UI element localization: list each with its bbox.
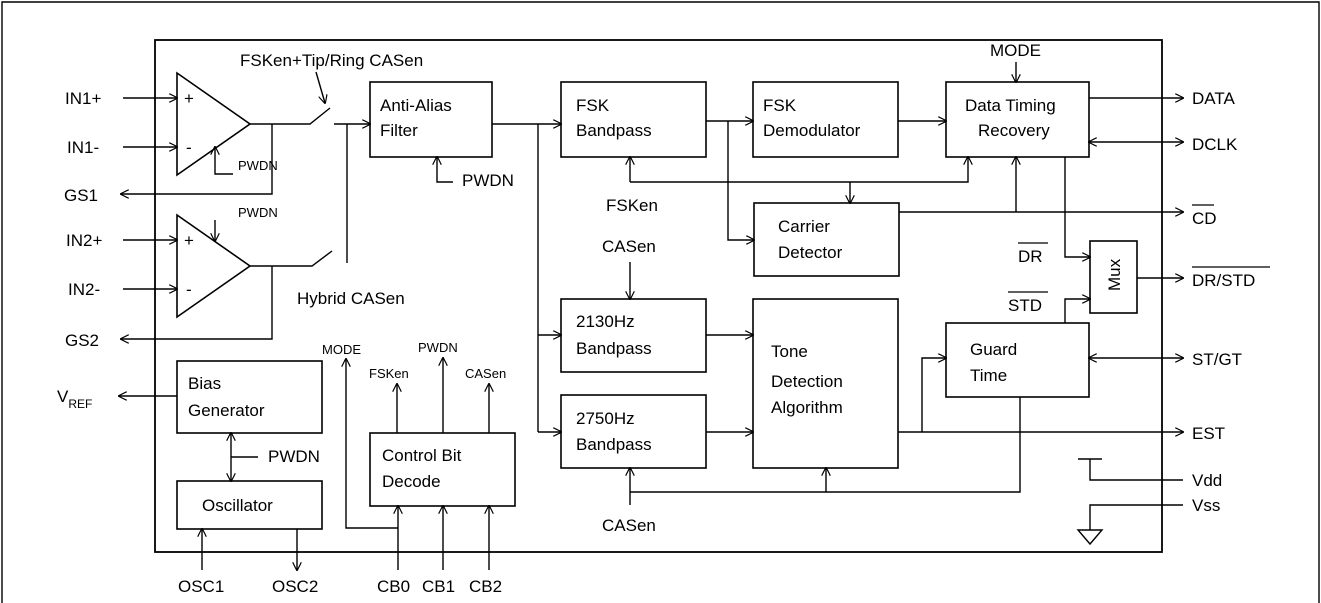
gs1-wire [121, 124, 273, 194]
chip-outline [154, 39, 1163, 553]
carrier-detector-label-2: Detector [778, 243, 843, 262]
pin-osc1: OSC1 [178, 577, 224, 596]
oscillator-block [176, 480, 323, 530]
mux-block [1089, 240, 1138, 314]
dr-to-mux [1064, 157, 1090, 257]
pin-in1-minus: IN1- [67, 138, 99, 157]
control-bit-decode-block [369, 432, 516, 507]
opamp2-plus: + [184, 231, 194, 250]
vss-ground-symbol [1076, 504, 1183, 546]
fsk-demod-label-2: Demodulator [763, 121, 861, 140]
switch-2 [250, 250, 333, 267]
pin-vdd: Vdd [1192, 471, 1222, 490]
std-to-mux [1064, 299, 1090, 323]
pin-dr-std: DR/STD [1192, 271, 1255, 290]
opamp1-plus: + [184, 89, 194, 108]
fsk-bandpass-block [560, 81, 707, 158]
pin-st-gt: ST/GT [1192, 350, 1242, 369]
guard-feedback-bus [630, 397, 1021, 493]
opamp2-pwdn-label: PWDN [238, 205, 278, 220]
data-timing-label-1: Data Timing [965, 96, 1056, 115]
pin-cd: CD [1192, 209, 1217, 228]
mode-output-label: MODE [322, 342, 361, 357]
fsk-bandpass-label-2: Bandpass [576, 121, 652, 140]
fsk-demodulator-block [752, 81, 899, 158]
bandpass-2750-block [560, 394, 707, 469]
bias-gen-label-2: Generator [188, 401, 265, 420]
control-decode-label-2: Decode [382, 472, 441, 491]
antialias-pwdn-label: PWDN [462, 171, 514, 190]
pin-cb1: CB1 [422, 577, 455, 596]
guard-time-label-2: Time [970, 366, 1007, 385]
bp2130-label-2: Bandpass [576, 339, 652, 358]
oscillator-label: Oscillator [202, 496, 273, 515]
anti-alias-label-2: Filter [380, 121, 418, 140]
fsken-output-label: FSKen [369, 366, 409, 381]
pin-osc2: OSC2 [272, 577, 318, 596]
tone-detect-label-2: Detection [771, 372, 843, 391]
opamp1-minus: - [186, 138, 192, 157]
bandpass-2130-block [560, 298, 707, 373]
pin-data: DATA [1192, 89, 1235, 108]
fsk-demod-label-1: FSK [763, 96, 797, 115]
pin-gs1: GS1 [64, 186, 98, 205]
hybrid-casen-label: Hybrid CASen [297, 289, 405, 308]
bias-gen-label-1: Bias [188, 374, 221, 393]
std-label: STD [1008, 296, 1042, 315]
guard-time-label-1: Guard [970, 340, 1017, 359]
bp2750-label-1: 2750Hz [576, 409, 635, 428]
pin-gs2: GS2 [65, 331, 99, 350]
pin-dclk: DCLK [1192, 135, 1238, 154]
pin-cb2: CB2 [469, 577, 502, 596]
switch1-control [315, 71, 325, 103]
pwdn-output-label: PWDN [418, 340, 458, 355]
data-timing-recovery-block [945, 81, 1090, 158]
carrier-detector-label-1: Carrier [778, 217, 830, 236]
bias-pwdn-label: PWDN [268, 447, 320, 466]
bp2130-label-1: 2130Hz [576, 312, 635, 331]
bp2750-label-2: Bandpass [576, 435, 652, 454]
data-timing-label-2: Recovery [978, 121, 1050, 140]
guard-time-block [945, 322, 1090, 398]
mode-output-wire [346, 359, 398, 529]
tone-detect-label-1: Tone [771, 342, 808, 361]
tone-to-guard [921, 358, 946, 432]
fsk-bandpass-label-1: FSK [576, 96, 610, 115]
pin-in2-plus: IN2+ [66, 231, 102, 250]
anti-alias-label-1: Anti-Alias [380, 96, 452, 115]
vdd-symbol [1078, 458, 1183, 481]
antialias-pwdn-wire [437, 157, 453, 183]
carrier-detector-block [753, 202, 900, 277]
tone-detect-label-3: Algorithm [771, 398, 843, 417]
casen-output-label: CASen [465, 366, 506, 381]
pin-in1-plus: IN1+ [65, 89, 101, 108]
opamp1-pwdn-wire [215, 147, 233, 175]
pin-cb0: CB0 [377, 577, 410, 596]
pin-est: EST [1192, 424, 1225, 443]
pin-in2-minus: IN2- [68, 280, 100, 299]
anti-alias-filter-block [369, 81, 493, 158]
switch-1 [250, 107, 331, 125]
bias-generator-block [176, 360, 323, 434]
pin-vss: Vss [1192, 496, 1220, 515]
control-decode-label-1: Control Bit [382, 446, 462, 465]
fskbp-to-carrier [727, 121, 754, 240]
fsken-to-timing [630, 157, 968, 183]
fsken-label: FSKen [606, 196, 658, 215]
casen-bottom-label: CASen [602, 516, 656, 535]
fsken-tipring-label: FSKen+Tip/Ring CASen [240, 51, 423, 70]
opamp2-minus: - [186, 280, 192, 299]
gs2-wire [121, 266, 273, 339]
casen-top-label: CASen [602, 237, 656, 256]
tone-detection-block [752, 298, 899, 469]
mux-label: Mux [1105, 258, 1124, 291]
opamp1-pwdn-label: PWDN [238, 158, 278, 173]
pin-vref: VREF [57, 387, 92, 411]
mode-top-label: MODE [990, 41, 1041, 60]
dr-label: DR [1018, 247, 1043, 266]
